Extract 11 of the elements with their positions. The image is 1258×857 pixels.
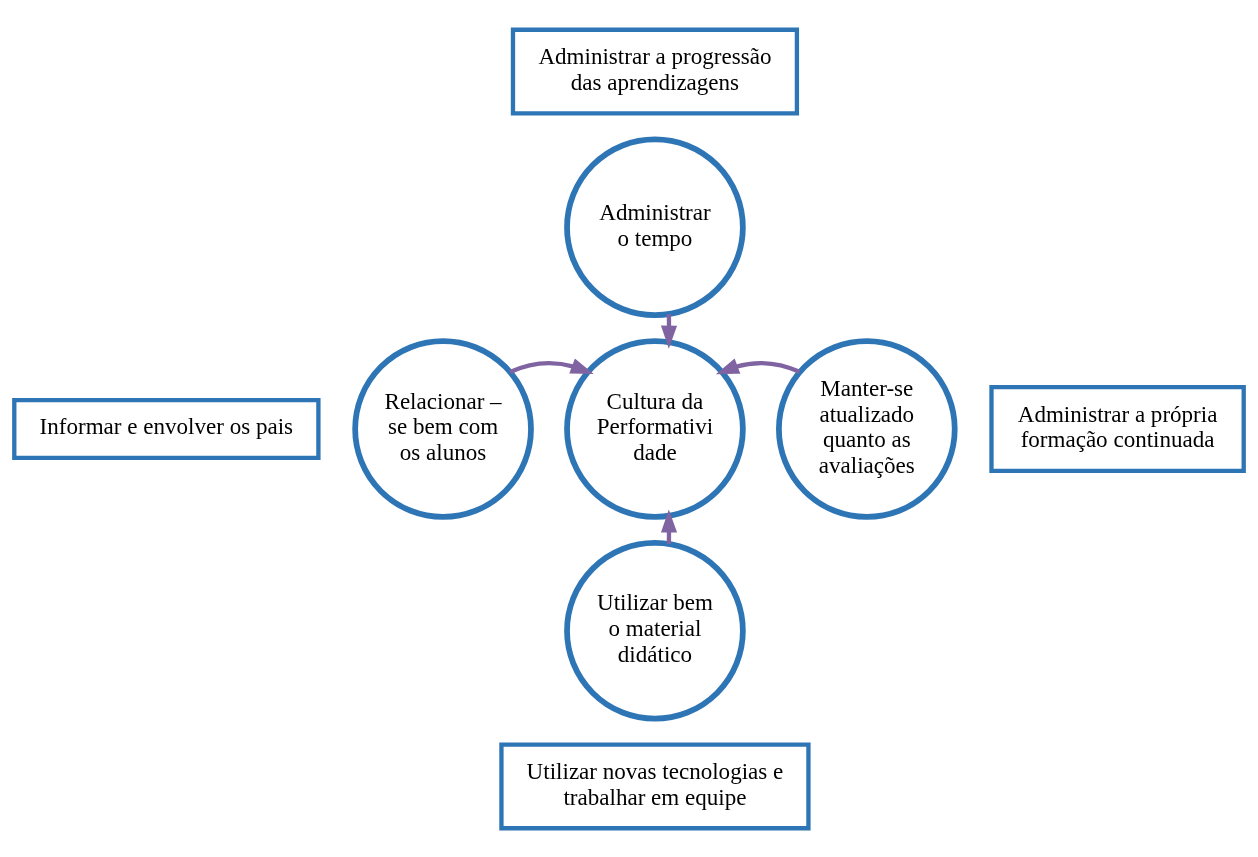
arrow [715, 358, 801, 374]
node-box: Administrar a própria formação continuada [989, 384, 1246, 473]
arrow [509, 357, 594, 374]
node-box: Administrar a progressão das aprendizagens [510, 27, 800, 115]
node-box: Informar e envolver os pais [12, 397, 321, 460]
node-circle: Utilizar bem o material didático [564, 539, 746, 722]
node-box: Utilizar novas tecnologias e trabalhar em equipe [499, 742, 811, 830]
node-circle: Relacionar – se bem com os alunos [352, 337, 534, 520]
node-circle: Administrar o tempo [564, 135, 746, 318]
node-circle: Cultura da Performativi dade [564, 337, 746, 520]
node-circle: Manter-se atualizado quanto as avaliações [776, 337, 958, 520]
